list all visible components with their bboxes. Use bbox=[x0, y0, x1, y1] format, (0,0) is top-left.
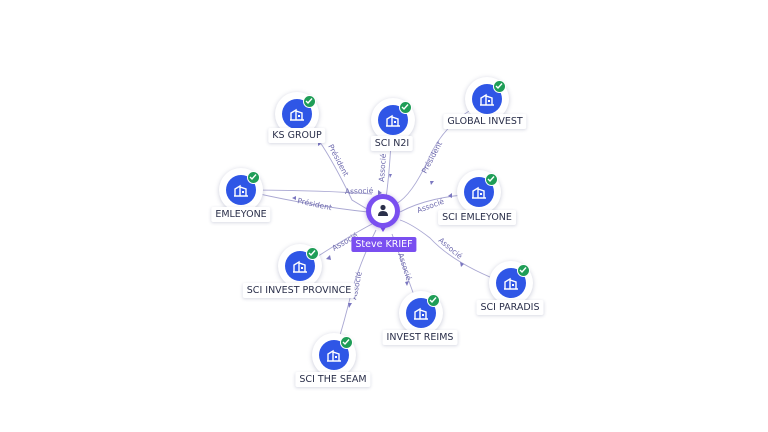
company-node-global-invest[interactable] bbox=[465, 77, 509, 121]
company-label-sci-emleyone[interactable]: SCI EMLEYONE bbox=[438, 210, 516, 225]
edge-label-sci-n2i: Associé bbox=[377, 153, 388, 182]
edge-global-invest bbox=[395, 101, 487, 205]
arrow-global-invest bbox=[430, 181, 434, 185]
building-icon bbox=[319, 340, 349, 370]
verified-check-icon bbox=[303, 95, 316, 108]
verified-check-icon bbox=[340, 336, 353, 349]
verified-check-icon bbox=[517, 264, 530, 277]
arrow-sci-the-seam bbox=[348, 303, 352, 308]
company-label-global-invest[interactable]: GLOBAL INVEST bbox=[443, 114, 527, 129]
person-pin bbox=[366, 194, 400, 228]
company-label-emleyone[interactable]: EMLEYONE bbox=[211, 207, 271, 222]
verified-check-icon bbox=[485, 173, 498, 186]
person-icon bbox=[371, 199, 395, 223]
company-node-sci-paradis[interactable] bbox=[489, 261, 533, 305]
company-node-emleyone[interactable] bbox=[219, 168, 263, 212]
company-node-sci-n2i[interactable] bbox=[371, 98, 415, 142]
company-node-sci-emleyone[interactable] bbox=[457, 170, 501, 214]
verified-check-icon bbox=[399, 101, 412, 114]
company-node-sci-the-seam[interactable] bbox=[312, 333, 356, 377]
company-label-sci-the-seam[interactable]: SCI THE SEAM bbox=[295, 372, 371, 387]
company-label-ks-group[interactable]: KS GROUP bbox=[268, 128, 326, 143]
person-label[interactable]: Steve KRIEF bbox=[351, 237, 417, 252]
company-node-sci-invest-province[interactable] bbox=[278, 244, 322, 288]
edge-sci-paradis bbox=[399, 219, 511, 286]
company-label-sci-invest-province[interactable]: SCI INVEST PROVINCE bbox=[242, 283, 356, 298]
edge-label-invest-reims: Associé bbox=[396, 252, 413, 282]
arrow-invest-reims bbox=[405, 281, 409, 286]
edge-label-emleyone-assoc: Associé bbox=[345, 186, 374, 196]
verified-check-icon bbox=[306, 247, 319, 260]
company-node-invest-reims[interactable] bbox=[399, 291, 443, 335]
company-label-sci-paradis[interactable]: SCI PARADIS bbox=[476, 300, 544, 315]
company-label-sci-n2i[interactable]: SCI N2I bbox=[370, 136, 414, 151]
company-label-invest-reims[interactable]: INVEST REIMS bbox=[382, 330, 458, 345]
arrow-emleyone-pres bbox=[292, 196, 296, 200]
edge-label-emleyone-pres: Président bbox=[297, 196, 333, 212]
verified-check-icon bbox=[427, 294, 440, 307]
arrow-sci-n2i bbox=[389, 174, 392, 178]
edge-arrows bbox=[292, 141, 464, 308]
arrow-sci-emleyone bbox=[448, 193, 452, 198]
person-node-center[interactable] bbox=[362, 194, 406, 238]
edge-label-global-invest: Président bbox=[420, 140, 444, 175]
arrow-emleyone-assoc bbox=[378, 190, 382, 195]
arrow-sci-invest-province bbox=[326, 255, 331, 260]
verified-check-icon bbox=[247, 171, 260, 184]
verified-check-icon bbox=[493, 80, 506, 93]
arrow-sci-paradis bbox=[460, 262, 464, 267]
